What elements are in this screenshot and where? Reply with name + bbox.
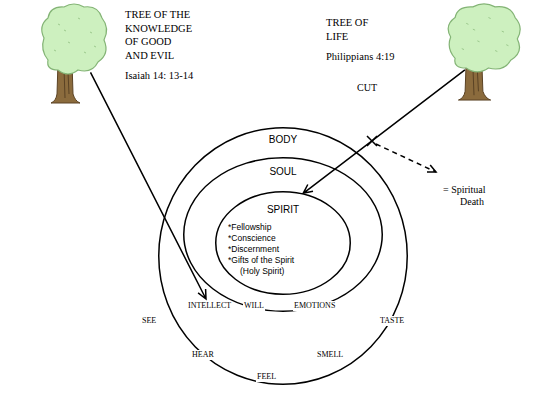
- faculty-label: WILL: [243, 301, 265, 311]
- tree-illustration: TREE OF LIFEPhilippians 4:19: [444, 2, 524, 102]
- arrow-connector: [91, 72, 207, 299]
- sense-label: TASTE: [379, 316, 405, 326]
- sense-label: FEEL: [256, 372, 277, 382]
- arrow-connector: [303, 70, 465, 193]
- sense-label: SMELL: [316, 350, 344, 360]
- tree-drawing: [38, 2, 110, 105]
- ring-label: SPIRIT: [253, 204, 313, 216]
- ring-outline: [183, 157, 383, 312]
- dashed-arrow-line: [376, 144, 436, 172]
- ring-label: BODY: [258, 134, 308, 146]
- result-note: = Spiritual Death: [443, 184, 495, 208]
- cut-label: CUT: [357, 82, 377, 94]
- ring-label: SOUL: [258, 166, 308, 178]
- bullet-item: *Gifts of the Spirit (Holy Spirit): [228, 255, 300, 277]
- faculty-label: INTELLECT: [187, 301, 232, 311]
- bullet-item: *Conscience: [228, 233, 276, 244]
- tree-heading: TREE OF THE KNOWLEDGE OF GOOD AND EVIL: [125, 8, 194, 62]
- bullet-item: *Discernment: [228, 244, 279, 255]
- sense-label: HEAR: [191, 350, 215, 360]
- scripture-ref: Isaiah 14: 13-14: [125, 69, 193, 83]
- dashed-arrow-head: [427, 165, 436, 172]
- soul-circle: SOUL INTELLECT WILL EMOTIONS SPIRIT *Fellowsh…: [183, 157, 383, 312]
- cut-cross: [367, 136, 377, 146]
- body-circle: BODYSEEHEARFEELSMELLTASTESOULINTELLECTWI…: [158, 127, 408, 385]
- faculty-label: EMOTIONS: [293, 301, 336, 311]
- tree-heading: TREE OF LIFE: [326, 16, 386, 43]
- tree-illustration: TREE OF THE KNOWLEDGE OF GOOD AND EVILIs…: [38, 2, 110, 105]
- spirit-circle: SPIRIT *Fellowship*Conscience*Discernment…: [215, 191, 351, 295]
- bullet-item: *Fellowship: [228, 222, 271, 233]
- sense-label: SEE: [141, 316, 157, 326]
- scripture-ref: Philippians 4:19: [326, 50, 395, 64]
- tree-drawing: [444, 2, 524, 102]
